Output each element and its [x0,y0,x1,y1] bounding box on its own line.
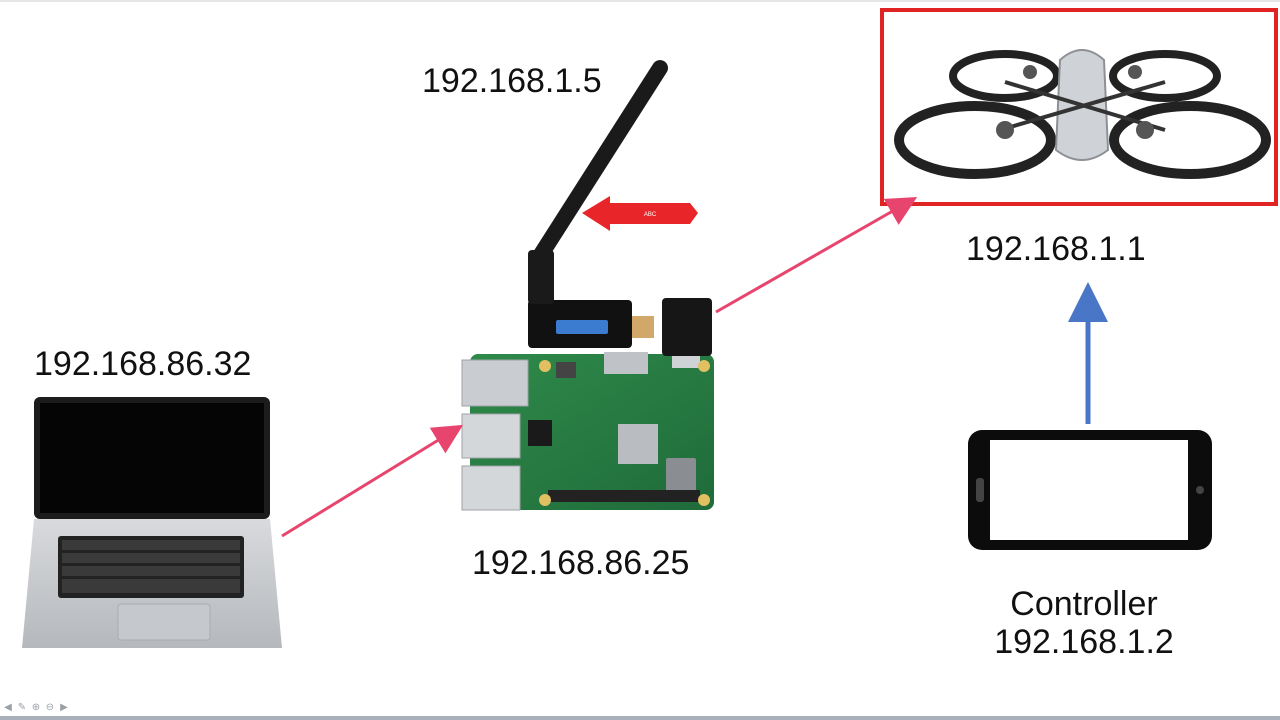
wifi-antenna-icon [528,60,712,356]
smartphone-icon [968,430,1212,550]
menu-icon[interactable]: ⊖ [45,702,55,713]
drone-highlight-frame [880,8,1278,206]
laptop-ip-label: 192.168.86.32 [34,345,252,383]
pi-ip-label: 192.168.86.25 [472,544,690,582]
red-callout-arrow: ABC [582,196,698,231]
controller-title: Controller [1010,585,1158,623]
footer-divider [0,716,1280,720]
prev-icon[interactable]: ◀ [4,702,12,713]
zoom-icon[interactable]: ⊕ [31,702,41,713]
slide-nav-toolbar: ◀ ✎ ⊕ ⊖ ▶ [2,703,70,715]
callout-text: ABC [644,212,657,218]
pen-icon[interactable]: ✎ [17,702,27,713]
top-divider [0,0,1280,2]
dongle-ip-label: 192.168.1.5 [422,62,602,100]
laptop-to-pi-arrow [281,424,464,538]
pi-to-drone-arrow [715,197,918,314]
controller-ip-label: 192.168.1.2 [994,623,1174,662]
raspberry-pi-board-icon [461,350,714,511]
controller-label: Controller 192.168.1.2 [975,585,1193,661]
laptop-icon [22,397,282,648]
slide-footer [0,700,1280,720]
drone-ip-label: 192.168.1.1 [966,230,1146,268]
next-icon[interactable]: ▶ [60,702,68,713]
quadcopter-drone-icon [894,49,1271,179]
